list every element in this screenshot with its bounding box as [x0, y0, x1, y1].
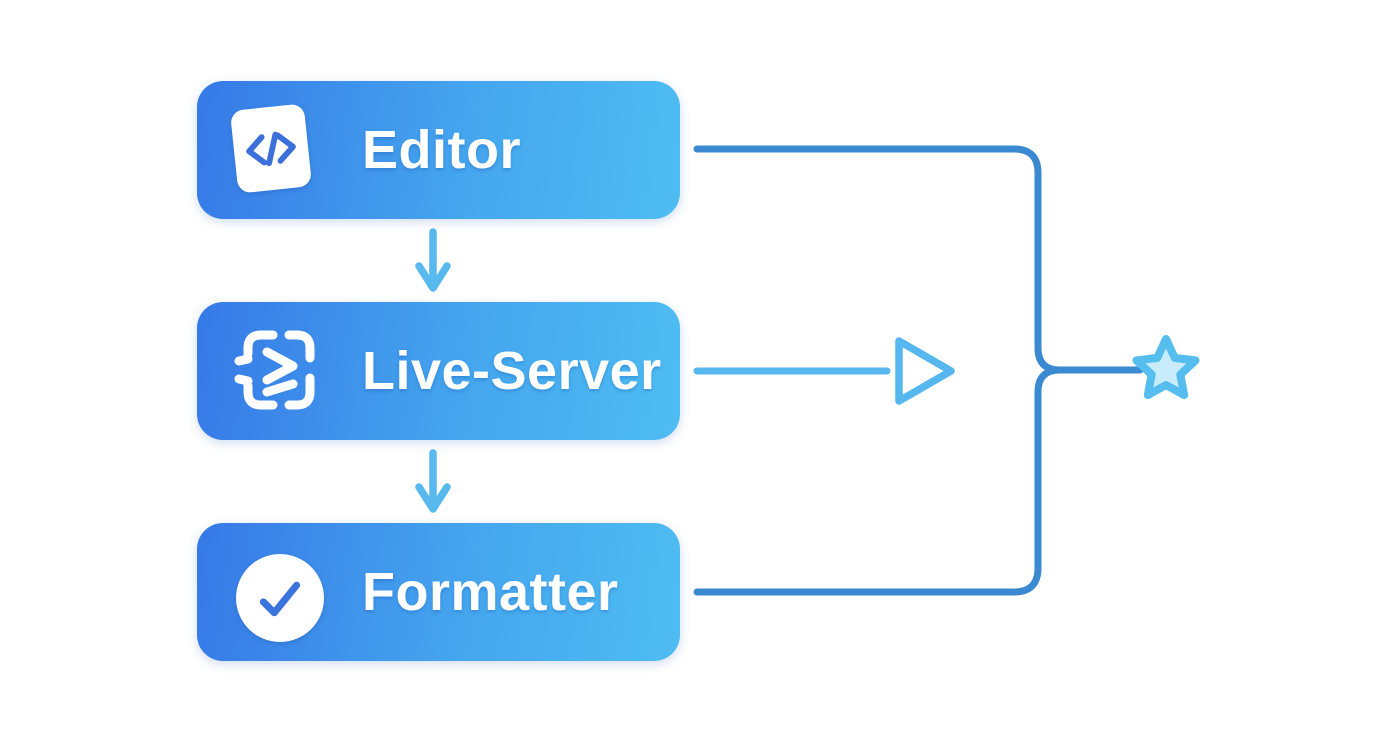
node-formatter: Formatter: [197, 523, 680, 661]
checkmark-icon: [236, 554, 324, 642]
play-icon: [895, 337, 955, 405]
node-live-server-label: Live-Server: [362, 341, 662, 401]
live-server-icon: [233, 326, 325, 414]
node-formatter-label: Formatter: [362, 562, 619, 622]
node-live-server: Live-Server: [197, 302, 680, 440]
node-editor: Editor: [197, 81, 680, 219]
star-icon: [1132, 335, 1200, 400]
formatter-to-merge-connector: [693, 366, 1064, 596]
editor-to-merge-connector: [693, 145, 1144, 374]
down-arrow-editor-liveserver: [415, 228, 451, 292]
down-arrow-liveserver-formatter: [415, 449, 451, 513]
code-icon: [229, 103, 313, 194]
node-editor-label: Editor: [362, 120, 521, 180]
